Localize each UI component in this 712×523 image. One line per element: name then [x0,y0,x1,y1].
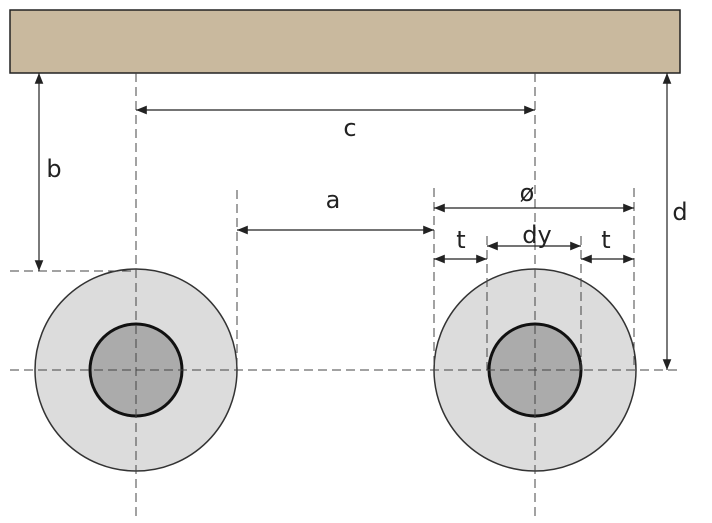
label-b: b [46,155,61,183]
dimension-t-left: t [434,226,487,264]
dimension-diameter: ø [434,179,634,213]
label-t-right: t [601,226,610,254]
label-dy: dy [522,221,551,249]
dimension-a: a [237,186,434,235]
dimension-d: d [662,73,688,370]
label-d: d [672,198,687,226]
dimension-dy: dy [487,221,581,251]
dimension-t-right: t [581,226,634,264]
label-a: a [326,186,341,214]
label-t-left: t [456,226,465,254]
dimension-b: b [34,73,62,271]
dimension-c: c [136,105,535,142]
beam [9,9,681,74]
label-diameter: ø [520,179,535,207]
label-c: c [343,114,356,142]
construction-lines [10,73,680,520]
